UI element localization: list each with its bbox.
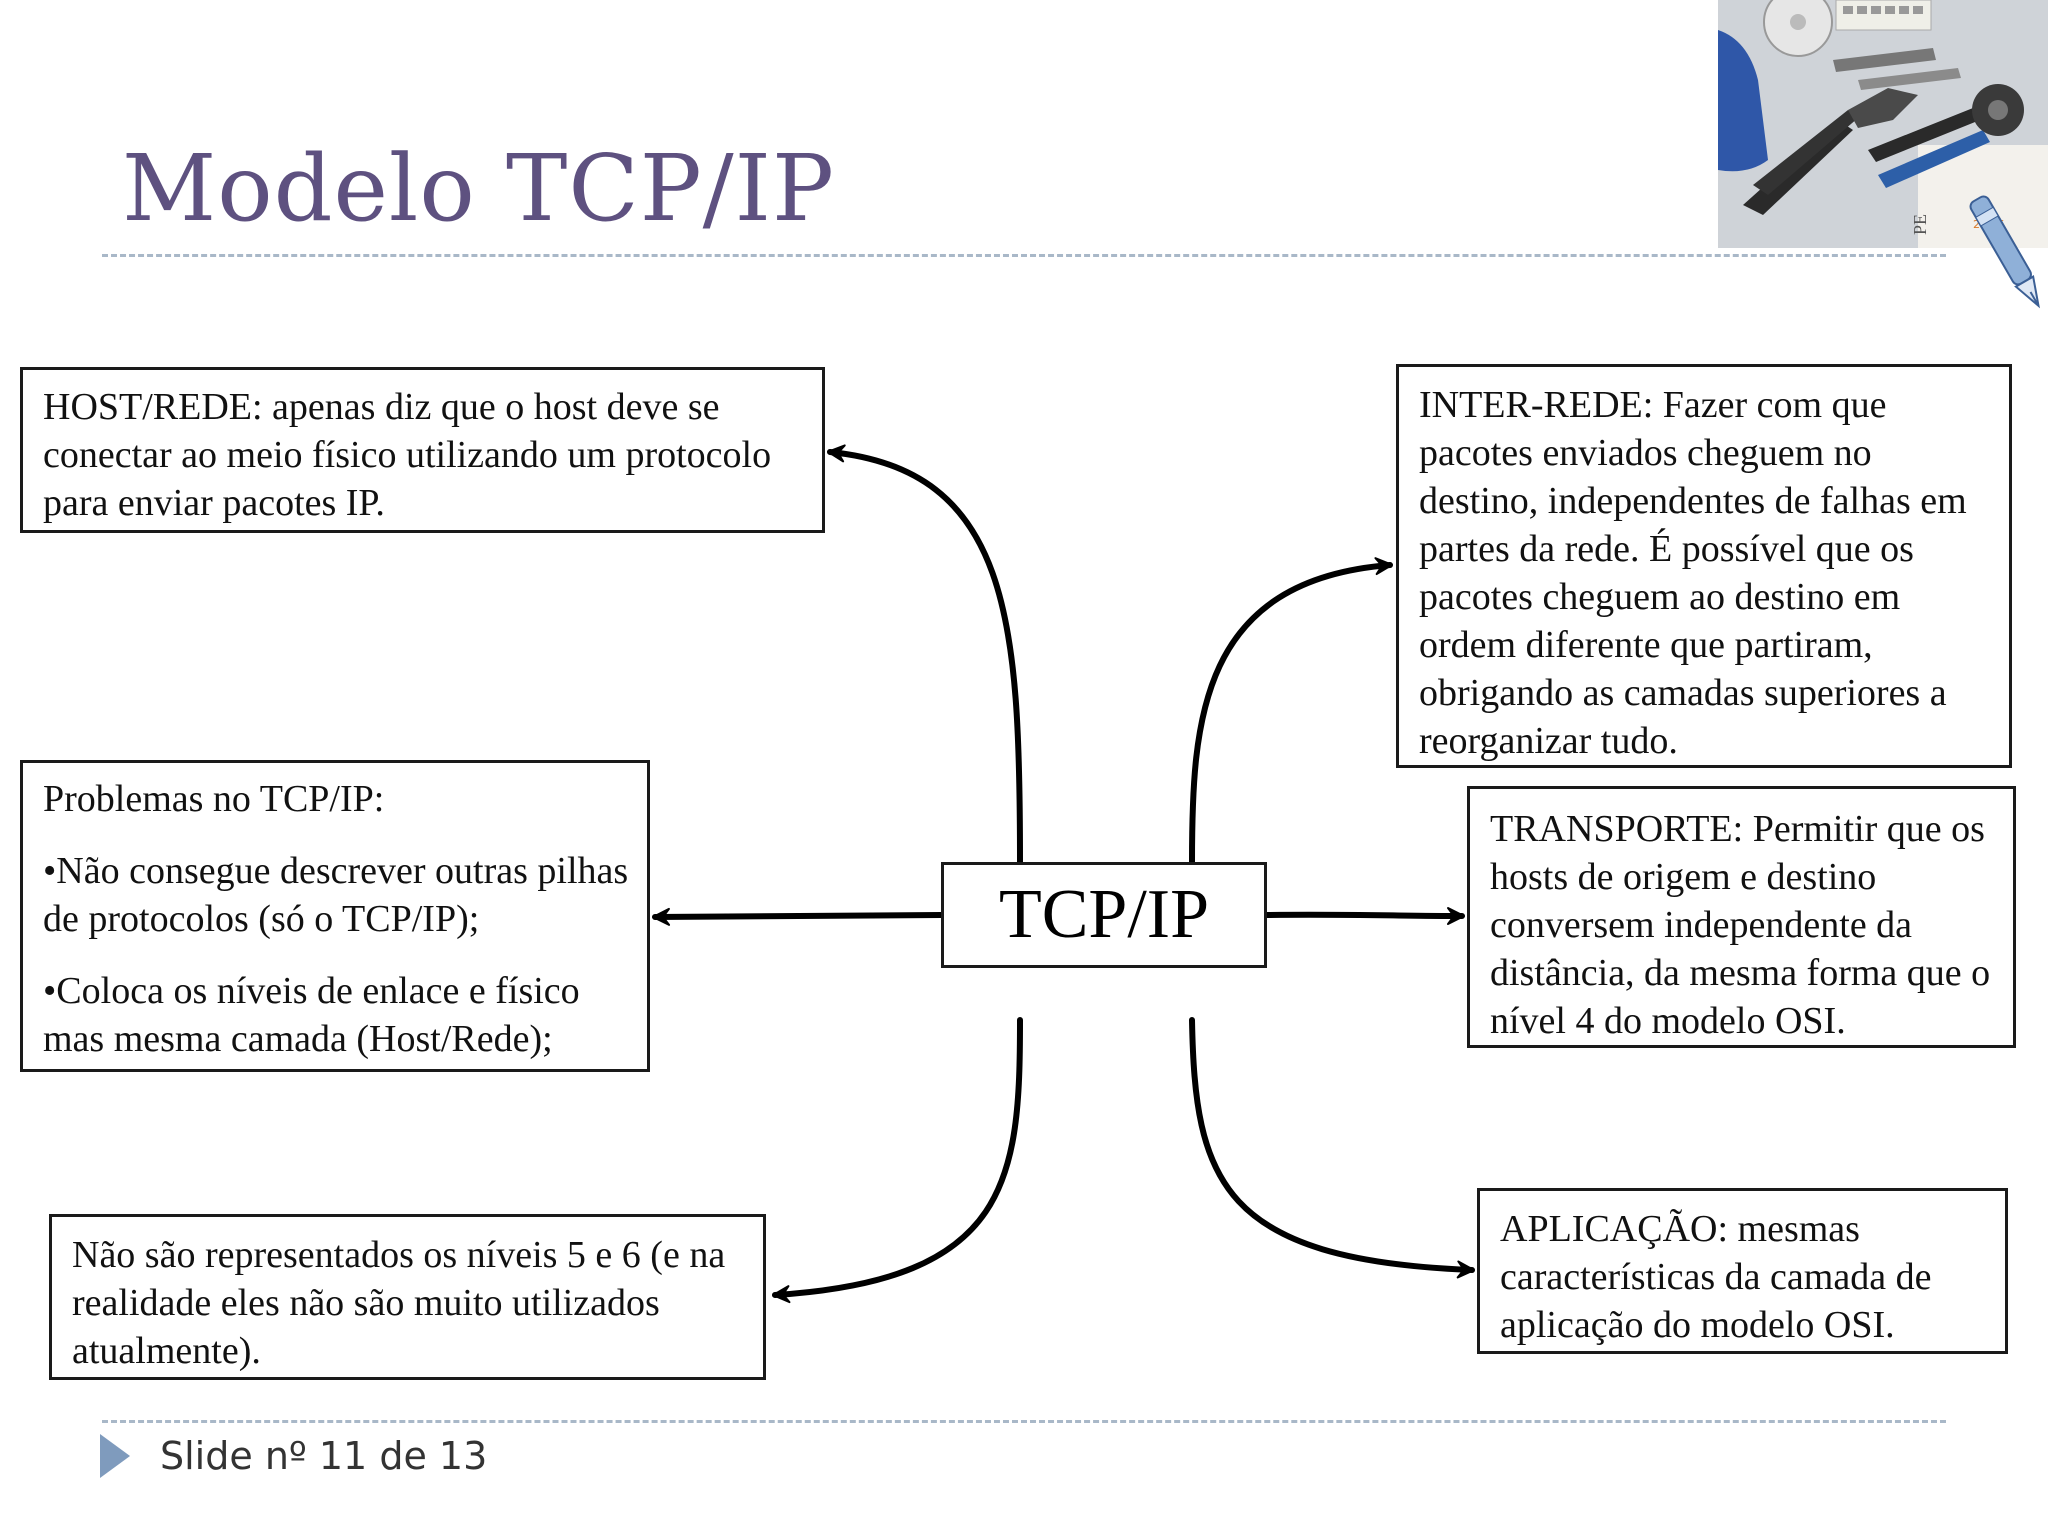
arrow-problemas [652, 907, 944, 926]
problemas-box: Problemas no TCP/IP: •Não consegue descr… [20, 760, 650, 1072]
slide-title: Modelo TCP/IP [122, 135, 835, 242]
arrow-aplicacao [1189, 1017, 1475, 1279]
pen-icon [1969, 195, 2040, 309]
host-rede-box: HOST/REDE: apenas diz que o host deve se… [20, 367, 825, 533]
arrow-host-rede [827, 444, 1023, 865]
problemas-bullet: •Coloca os níveis de enlace e físico mas… [43, 970, 580, 1060]
arrow-inter-rede [1189, 557, 1393, 865]
arrow-transporte [1264, 906, 1465, 925]
problemas-heading: Problemas no TCP/IP: [43, 778, 385, 820]
title-divider [102, 254, 1946, 257]
transporte-text: TRANSPORTE: Permitir que os hosts de ori… [1490, 808, 1991, 1042]
host-rede-text: HOST/REDE: apenas diz que o host deve se… [43, 386, 772, 524]
niveis-text: Não são representados os níveis 5 e 6 (e… [72, 1234, 726, 1372]
aplicacao-box: APLICAÇÃO: mesmas características da cam… [1477, 1188, 2008, 1354]
aplicacao-text: APLICAÇÃO: mesmas características da cam… [1500, 1208, 1932, 1346]
inter-rede-box: INTER-REDE: Fazer com que pacotes enviad… [1396, 364, 2012, 768]
inter-rede-text: INTER-REDE: Fazer com que pacotes enviad… [1419, 384, 1967, 762]
arrow-niveis [772, 1017, 1023, 1304]
problemas-bullet: •Não consegue descrever outras pilhas de… [43, 850, 629, 940]
slide-number: Slide nº 11 de 13 [160, 1434, 488, 1478]
transporte-box: TRANSPORTE: Permitir que os hosts de ori… [1467, 786, 2016, 1048]
tcp-ip-center-node: TCP/IP [941, 862, 1267, 968]
footer-divider [102, 1420, 1946, 1423]
svg-text:PE: PE [1910, 214, 1930, 235]
niveis-box: Não são representados os níveis 5 e 6 (e… [49, 1214, 766, 1380]
play-arrow-icon [100, 1434, 130, 1478]
slide-footer: Slide nº 11 de 13 [100, 1434, 487, 1478]
